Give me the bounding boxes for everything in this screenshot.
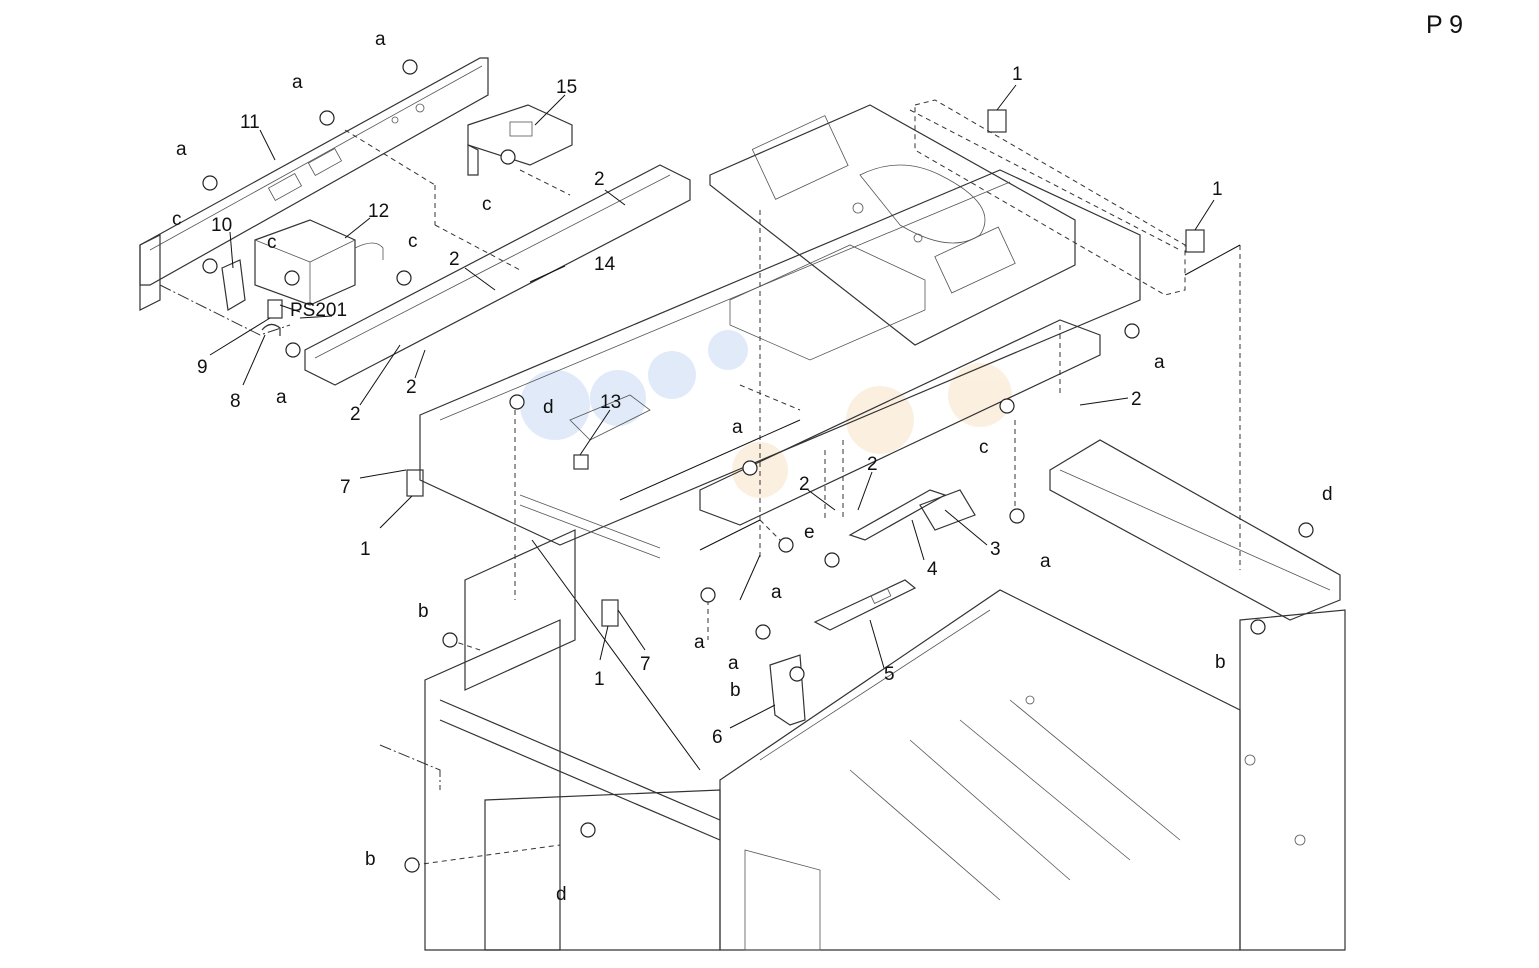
callout-b: b [418, 601, 429, 622]
part-6-bracket [769, 654, 806, 726]
ps201-sensor [261, 299, 283, 336]
callout-12: 12 [368, 201, 389, 222]
screws [202, 59, 1314, 873]
main-frame-plate [419, 169, 1141, 559]
callout-6: 6 [712, 727, 723, 748]
page-number: P 9 [1426, 11, 1463, 39]
callout-11: 11 [240, 112, 260, 133]
callout-13: 13 [600, 392, 621, 413]
callout-1: 1 [594, 669, 605, 690]
callout-d: d [1322, 484, 1333, 505]
upper-rail [304, 164, 691, 386]
right-upper-rail [914, 99, 1186, 296]
callout-a: a [1154, 352, 1165, 373]
callout-b: b [1215, 652, 1226, 673]
callout-1: 1 [1012, 64, 1023, 85]
callout-2: 2 [594, 169, 605, 190]
callout-c: c [482, 194, 492, 215]
callout-b: b [730, 680, 741, 701]
label-tags [406, 109, 1205, 627]
callout-2: 2 [867, 454, 878, 475]
callout-2: 2 [799, 474, 810, 495]
callout-2: 2 [406, 377, 417, 398]
callout-d: d [543, 397, 554, 418]
callout-a: a [176, 139, 187, 160]
callout-labels: 1 1 1 1 2 2 2 2 2 2 2 3 4 5 6 7 7 8 9 10… [172, 29, 1333, 905]
callout-a: a [732, 417, 743, 438]
callout-14: 14 [594, 254, 616, 275]
callout-a: a [292, 72, 303, 93]
lower-main-body [424, 529, 1346, 951]
callout-a: a [771, 582, 782, 603]
callout-d: d [556, 884, 567, 905]
callout-5: 5 [884, 664, 895, 685]
callout-9: 9 [197, 357, 208, 378]
callout-c: c [172, 209, 182, 230]
part-10-plate [221, 259, 246, 311]
callout-10: 10 [211, 215, 232, 236]
callout-1: 1 [360, 539, 371, 560]
callout-a: a [375, 29, 386, 50]
part-12-bracket [254, 219, 384, 306]
callout-a: a [276, 387, 287, 408]
callout-ps201: PS201 [290, 300, 347, 321]
assembly-guide-lines [531, 244, 1241, 771]
part-11-rear-bracket [139, 57, 489, 286]
callout-c: c [979, 437, 989, 458]
callout-c: c [408, 231, 418, 252]
callout-2: 2 [350, 404, 361, 425]
callout-e: e [804, 522, 815, 543]
right-frame-rail [699, 319, 1341, 621]
callout-7: 7 [640, 654, 651, 675]
callout-4: 4 [927, 559, 938, 580]
left-side-bracket [139, 234, 161, 311]
leader-lines [209, 84, 1215, 729]
callout-7: 7 [340, 477, 351, 498]
callout-3: 3 [990, 539, 1001, 560]
part-3-4-plates [848, 489, 976, 541]
part-15-bracket [467, 104, 573, 176]
callout-a: a [728, 653, 739, 674]
callout-a: a [694, 632, 705, 653]
callout-8: 8 [230, 391, 241, 412]
upper-cover-panel [709, 104, 1076, 346]
callout-15: 15 [556, 77, 577, 98]
callout-a: a [1040, 551, 1051, 572]
callout-2: 2 [1131, 389, 1142, 410]
callout-2: 2 [449, 249, 460, 270]
watermark [520, 330, 1012, 498]
callout-b: b [365, 849, 376, 870]
part-5-bracket [813, 579, 917, 631]
phantom-lines [159, 109, 1241, 866]
callout-1: 1 [1212, 179, 1223, 200]
callout-c: c [267, 232, 277, 253]
